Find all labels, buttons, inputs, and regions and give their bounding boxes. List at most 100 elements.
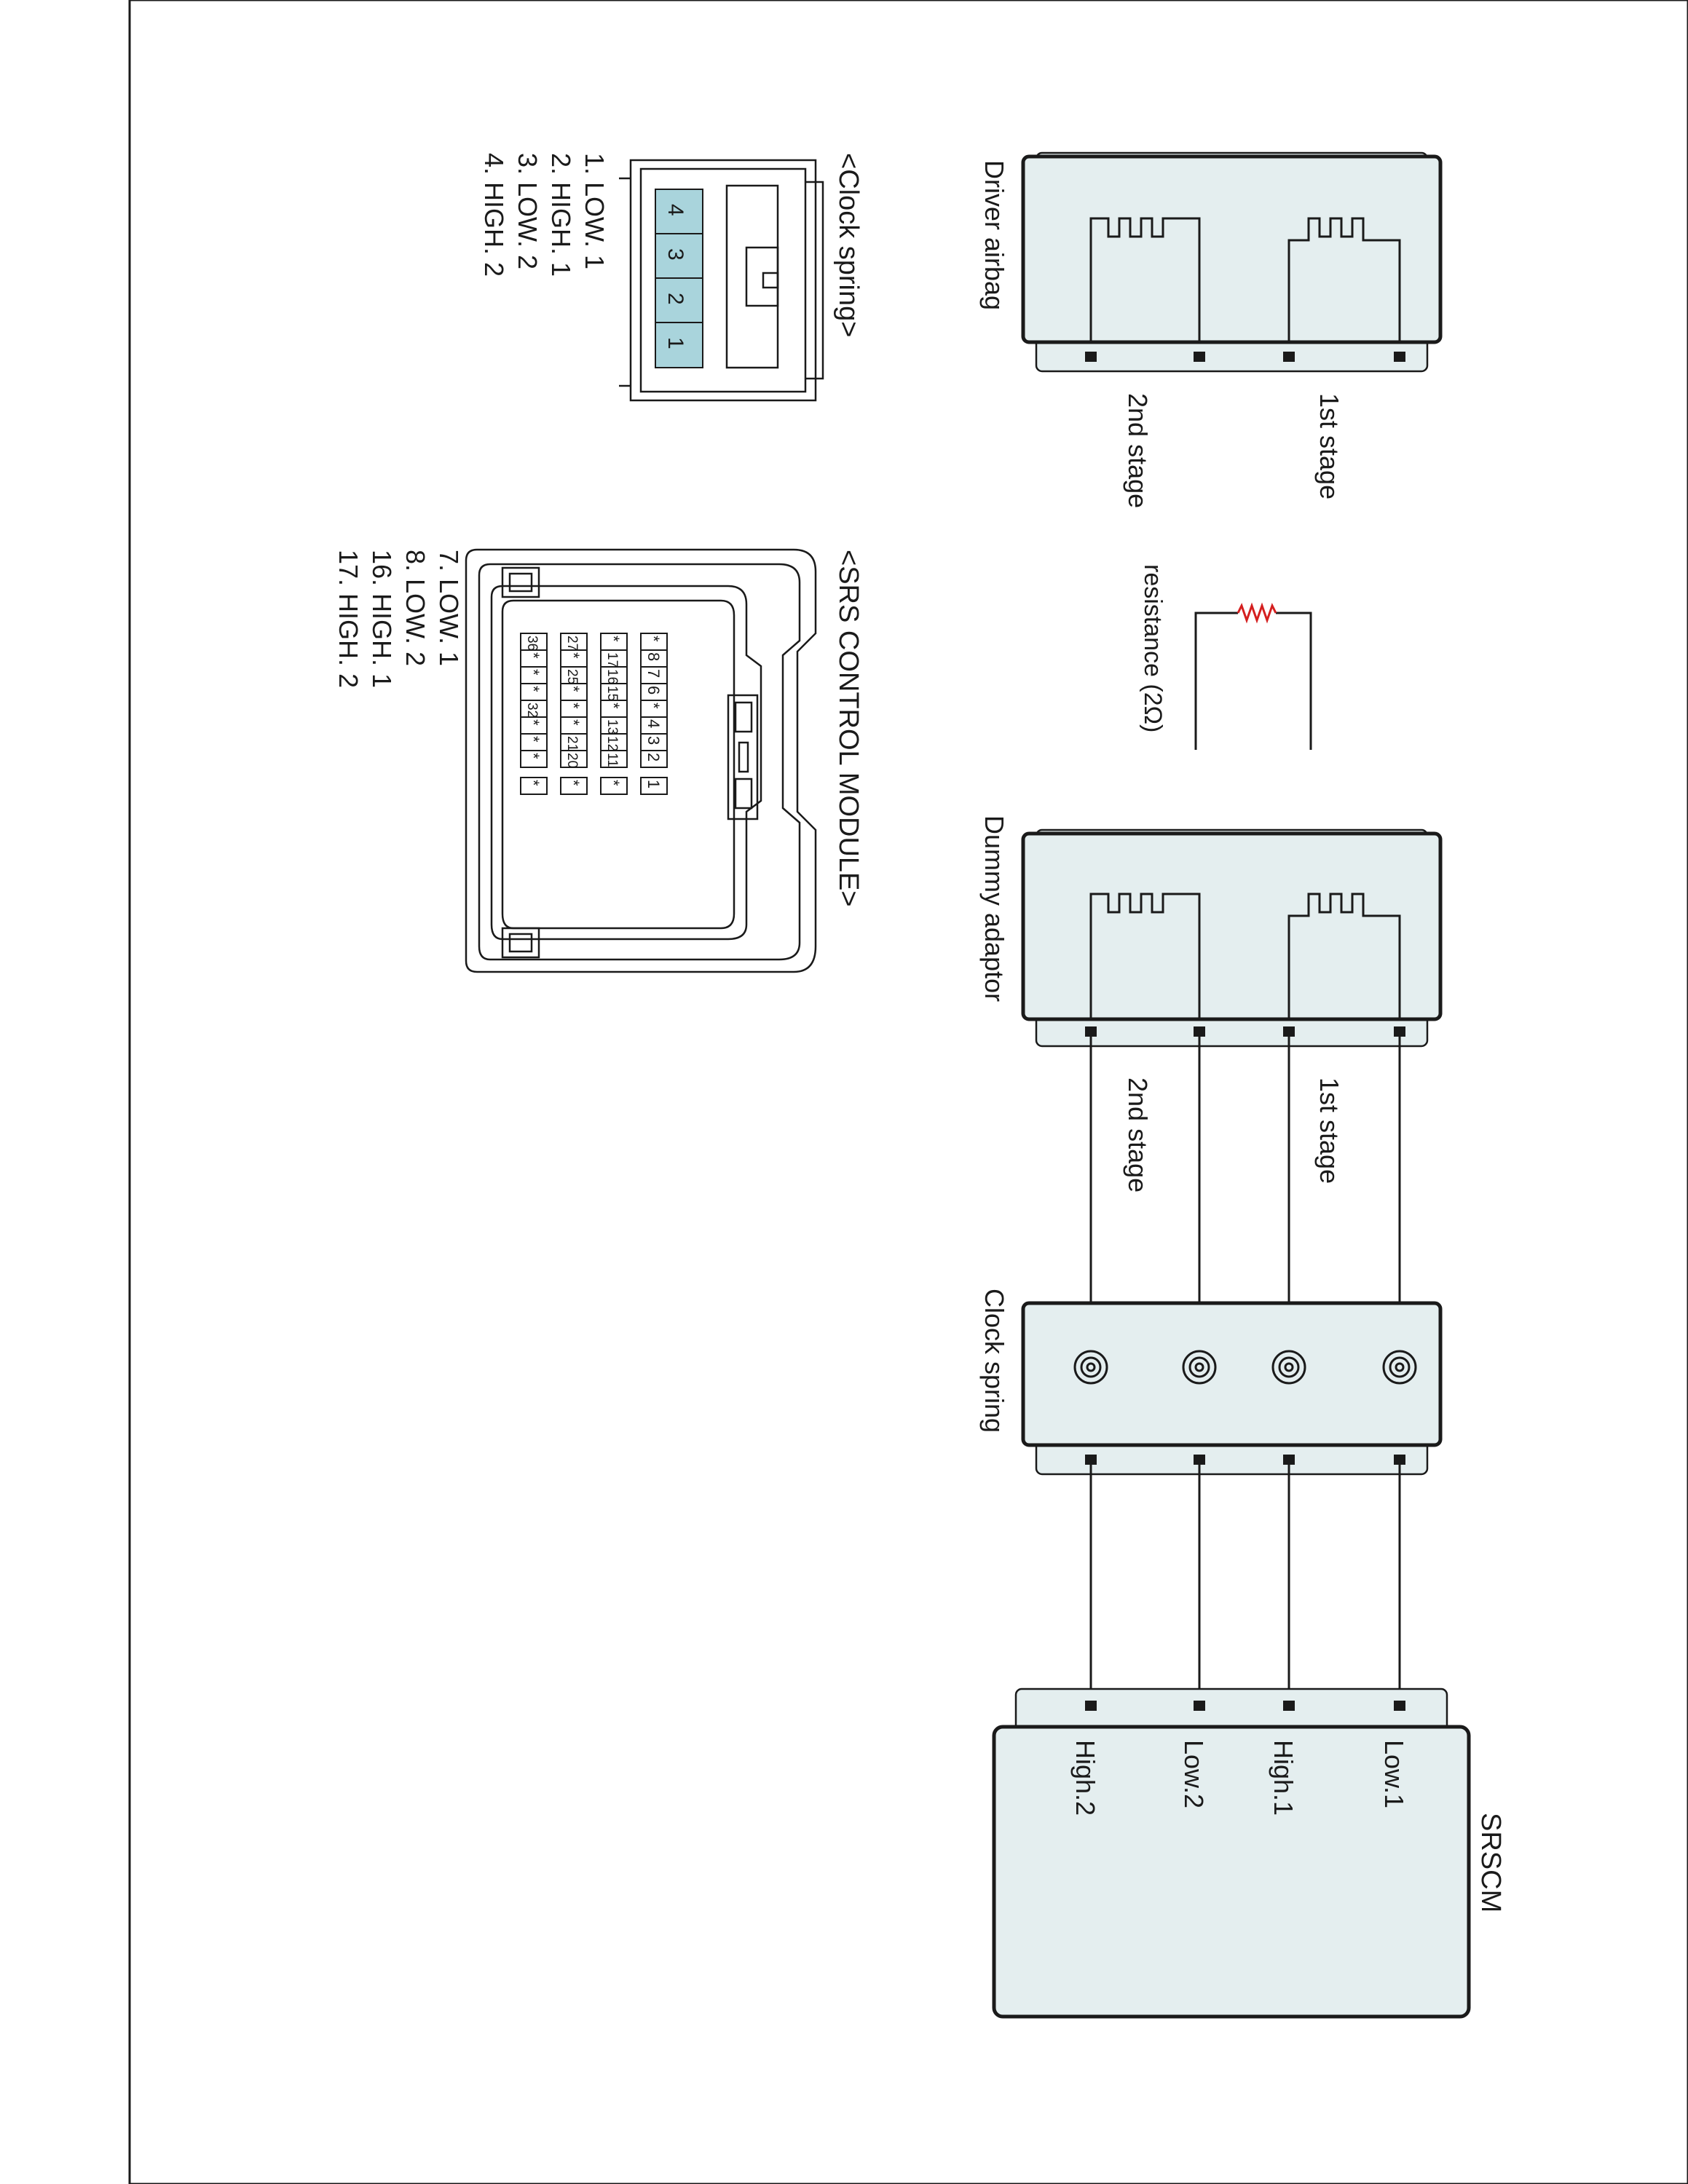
srs-module-pin: 15 [600,683,628,701]
srs-module-legend-item: 16. HIGH. 1 [367,550,397,688]
clock-spring-pin: 3 [663,248,687,261]
srs-module-pin-label: * [524,686,543,692]
resistor-icon [1237,602,1277,624]
clock-spring-connector-key-slot [762,272,779,289]
srs-module-pin-label: * [524,780,543,786]
srs-module-pin-label: 27 [564,636,580,651]
srs-module-connector-latch-slot [734,778,753,810]
driver-airbag-box [1021,154,1443,344]
srs-module-pin: 11 [600,750,628,768]
srs-module-pin: * [520,666,548,684]
clock-spring-connector-inner [639,167,807,393]
driver-airbag-stage1-label: 1st stage [1314,393,1344,499]
srscm-terminal [1394,1701,1405,1711]
srs-module-connector-lock [501,566,540,598]
srs-module-pin: 1 [640,777,668,795]
resistance-label: resistance (2Ω) [1139,564,1167,732]
srs-module-connector-latch-slot [734,701,753,733]
resistance-lead [1276,612,1312,750]
srs-module-connector-body [490,585,762,941]
driver-airbag-label: Driver airbag [979,160,1009,310]
clock-spring-connector-flange [619,177,631,387]
clock-spring-legend-item: 1. LOW. 1 [580,153,610,269]
clock-spring-terminal [1394,1455,1405,1465]
clock-spring-legend-item: 3. LOW. 2 [513,153,543,269]
srs-module-connector-shell [478,563,801,961]
srs-module-pin-label: * [524,652,543,659]
srs-module-pin-label: 12 [604,736,620,751]
srs-module-legend-item: 8. LOW. 2 [401,550,430,666]
srscm-box [992,1725,1471,2019]
srs-module-pin-grid: *876*4321*171615*131211*27*25***2120*36*… [520,633,668,795]
srs-module-pin: 12 [600,733,628,751]
srs-module-connector-latch [727,694,759,820]
srs-module-pin: * [520,716,548,735]
srs-module-pin: * [600,700,628,718]
srs-module-connector-latch-key [738,741,749,773]
srs-module-pin-label: 13 [604,719,620,735]
driver-airbag-terminal [1194,352,1205,362]
srs-module-pin: 4 [640,716,668,735]
clock-spring-label: Clock spring [979,1289,1009,1433]
resistance-block: resistance (2Ω) [1139,564,1312,750]
srs-module-pin-label: 3 [644,736,663,745]
driver-airbag-stage2-label: 2nd stage [1123,393,1153,508]
srs-module-pin-label: 4 [644,719,663,728]
srscm-terminal-low1: Low.1 [1379,1740,1409,1808]
srs-module-pin: * [560,683,588,701]
srs-module-pin: 21 [560,733,588,751]
dummy-adaptor-terminal [1194,1026,1205,1037]
spiral-icon [1382,1350,1417,1385]
clock-spring-connector-title: <Clock spring> [833,153,864,337]
srscm-label: SRSCM [1475,1813,1506,1912]
srs-module-pin-label: 7 [644,669,663,678]
srs-module-pin: 16 [600,666,628,684]
srscm-terminal-low2: Low.2 [1179,1740,1209,1808]
clock-spring-terminal [1194,1455,1205,1465]
clock-spring-block: Clock spring [979,1289,1443,1476]
driver-airbag-stage1-element [1287,217,1401,342]
dummy-adaptor-stage2-label: 2nd stage [1123,1077,1153,1192]
srs-module-pin: * [600,777,628,795]
clock-spring-pin: 4 [663,204,687,216]
srs-module-pin-label: * [604,780,623,786]
driver-airbag-terminal [1085,352,1097,362]
srs-module-pin: * [520,750,548,768]
srs-module-pin-label: * [604,703,623,709]
clock-spring-legend-item: 2. HIGH. 1 [546,153,576,277]
srs-module-pin-label: * [564,780,583,786]
srs-module-pin: 6 [640,683,668,701]
srs-module-pin: * [640,633,668,651]
srs-module-pin-label: * [564,719,583,726]
srs-module-pin: 25 [560,666,588,684]
driver-airbag-terminal [1283,352,1295,362]
dummy-adaptor-terminal [1394,1026,1405,1037]
dummy-adaptor-label: Dummy adaptor [979,815,1009,1002]
srs-module-pin-label: * [524,719,543,726]
srs-module-pin: 8 [640,649,668,668]
srscm-terminal [1085,1701,1097,1711]
resistance-lead [1194,612,1238,750]
srs-module-legend-item: 7. LOW. 1 [434,550,464,666]
srs-module-pin-label: * [564,652,583,659]
srs-module-pin: * [520,777,548,795]
srscm-terminal-high1: High.1 [1269,1740,1298,1816]
driver-airbag-terminal [1394,352,1405,362]
srs-module-pin: * [520,649,548,668]
srs-module-pin: 36 [520,633,548,651]
clock-spring-pin: 2 [663,293,687,305]
srs-module-pin: * [520,733,548,751]
srs-module-pin-label: 32 [524,703,540,718]
srs-module-pin-label: 17 [604,652,620,668]
srs-module-pin: 7 [640,666,668,684]
srs-module-pin-label: * [524,753,543,759]
srs-module-pin: * [640,700,668,718]
srs-module-pin: * [560,649,588,668]
dummy-adaptor-stage1-element [1287,893,1401,1019]
clock-spring-terminal [1085,1455,1097,1465]
srs-module-pin-label: 20 [564,753,580,768]
srs-module-connector-lock-inner [508,933,533,953]
srs-module-pin: * [560,777,588,795]
srs-module-pin-label: 16 [604,669,620,684]
